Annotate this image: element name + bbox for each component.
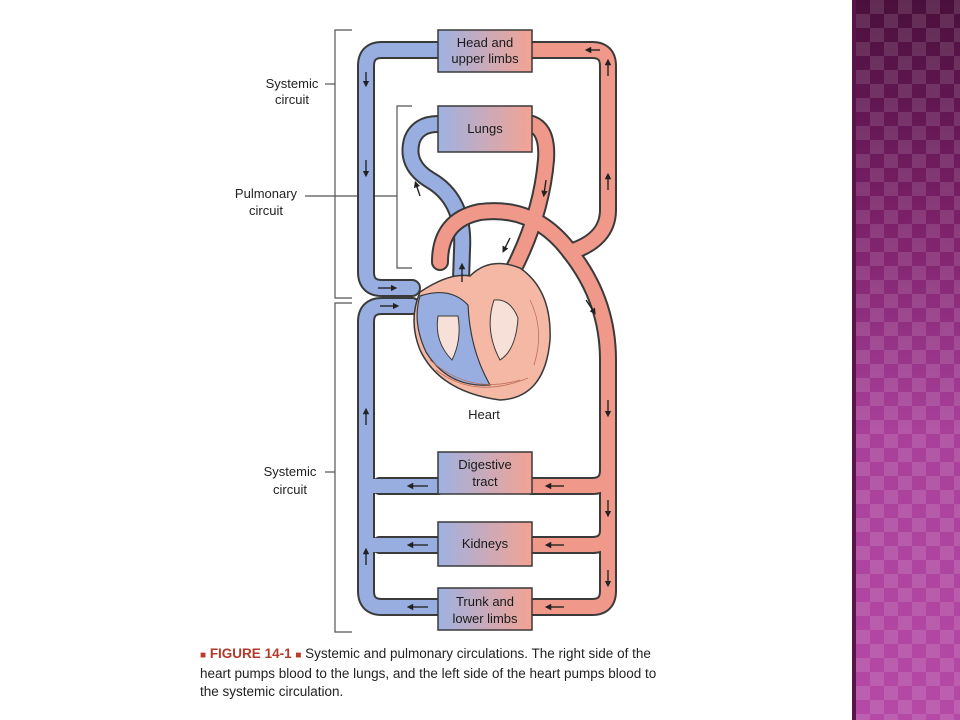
caption-square-icon: ■: [295, 650, 302, 661]
systemic-bottom-label-line2: circuit: [273, 482, 307, 497]
heart-illustration: [413, 262, 551, 401]
decorative-panel-edge: [852, 0, 856, 720]
systemic-top-label-line1: Systemic: [266, 76, 319, 91]
caption-square-icon: ■: [200, 650, 207, 661]
systemic-top-label-line2: circuit: [275, 92, 309, 107]
bracket-systemic-top: [325, 29, 352, 299]
caption-text: Systemic and pulmonary circulations. The…: [200, 646, 657, 699]
organ-box-digestive: Digestive tract: [437, 451, 533, 495]
trunk-label-line1: Trunk and: [456, 594, 514, 609]
organ-box-trunk: Trunk and lower limbs: [437, 587, 533, 631]
kidneys-label: Kidneys: [462, 536, 509, 551]
head-label-line2: upper limbs: [451, 51, 519, 66]
pulmonary-label-line1: Pulmonary: [235, 186, 298, 201]
digestive-label-line2: tract: [472, 474, 498, 489]
caption-figure-number: FIGURE 14-1: [209, 646, 292, 661]
heart-label: Heart: [468, 407, 500, 422]
trunk-label-line2: lower limbs: [452, 611, 518, 626]
figure-caption: ■ FIGURE 14-1 ■ Systemic and pulmonary c…: [200, 645, 660, 701]
organ-box-head: Head and upper limbs: [437, 29, 533, 73]
pulmonary-label-line2: circuit: [249, 203, 283, 218]
bracket-systemic-bottom: [325, 302, 352, 633]
bracket-pulmonary: [305, 105, 412, 269]
organ-box-lungs: Lungs: [437, 105, 533, 153]
systemic-bottom-label-line1: Systemic: [264, 464, 317, 479]
lungs-label: Lungs: [467, 121, 503, 136]
flow-arrows: [362, 46, 612, 611]
head-label-line1: Head and: [457, 35, 513, 50]
organ-box-kidneys: Kidneys: [437, 521, 533, 567]
digestive-label-line1: Digestive: [458, 457, 511, 472]
decorative-side-panel: [856, 0, 960, 720]
